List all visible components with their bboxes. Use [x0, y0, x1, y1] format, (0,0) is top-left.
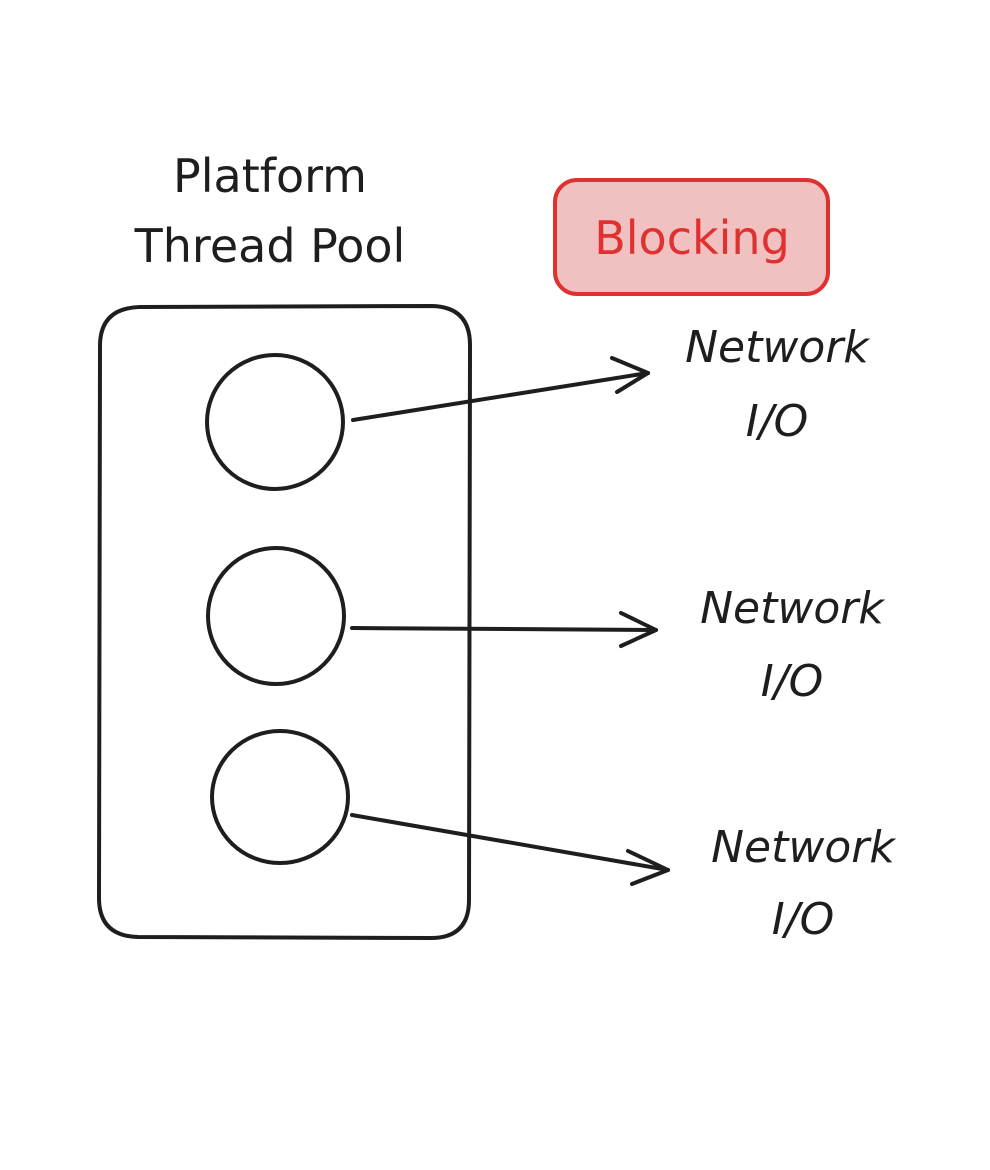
pool-title-line2: Thread Pool	[134, 219, 406, 273]
arrow-1	[351, 356, 650, 422]
blocking-badge: Blocking	[553, 178, 830, 296]
network-io-label-1-line2: I/O	[746, 396, 808, 447]
network-io-label-2-line2: I/O	[761, 656, 823, 707]
thread-circle-2	[206, 546, 346, 686]
blocking-badge-label: Blocking	[594, 211, 790, 265]
blocking-badge-box	[553, 178, 830, 296]
thread-circle-1	[205, 353, 345, 491]
thread-pool-container	[97, 304, 472, 940]
network-io-label-1-line1: Network	[685, 322, 870, 373]
network-io-label-3-line1: Network	[711, 822, 896, 873]
thread-circle-3	[210, 729, 350, 865]
network-io-label-3-line2: I/O	[772, 894, 834, 945]
network-io-label-2-line1: Network	[700, 583, 885, 634]
pool-title-line1: Platform	[173, 149, 367, 203]
arrow-3	[350, 813, 670, 886]
arrow-2	[350, 611, 658, 648]
